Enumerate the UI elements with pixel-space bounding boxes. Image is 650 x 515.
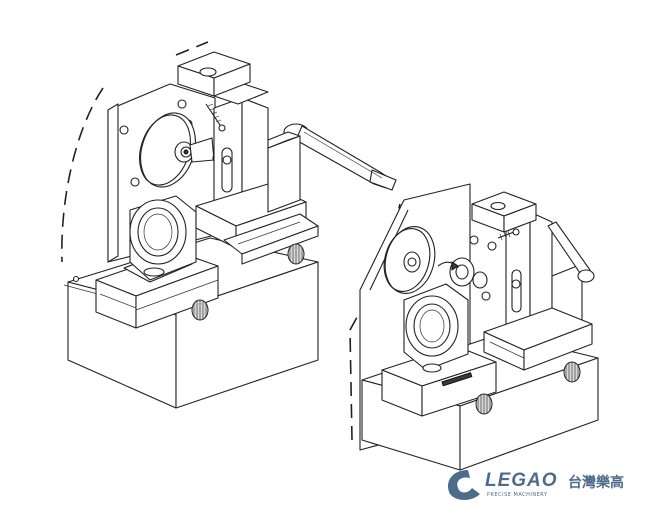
left-guard-outline bbox=[61, 87, 104, 263]
left-fixture-slot bbox=[143, 267, 165, 277]
right-fixture-slot bbox=[422, 363, 442, 373]
right-slide-scale bbox=[441, 372, 473, 387]
legao-logo-mark bbox=[448, 470, 480, 500]
logo-tagline: PRECISE MACHINERY bbox=[487, 492, 548, 498]
left-machine bbox=[61, 41, 397, 409]
left-slide-base-right bbox=[135, 265, 219, 329]
right-fixture-bore bbox=[419, 309, 445, 343]
logo-cjk-text: 台灣樂高 bbox=[568, 475, 624, 491]
right-arbor-assembly bbox=[437, 235, 497, 301]
left-side-knob bbox=[287, 243, 305, 265]
right-column-screw bbox=[511, 279, 521, 289]
left-slide-line bbox=[99, 293, 137, 309]
right-grinding-wheel bbox=[383, 226, 436, 294]
left-column-slot bbox=[221, 147, 233, 193]
right-front-knob bbox=[475, 393, 493, 415]
left-cap-side bbox=[213, 63, 251, 97]
right-table-side bbox=[523, 323, 593, 371]
left-back-plate-side bbox=[107, 103, 119, 263]
left-rear-housing bbox=[267, 135, 301, 213]
left-lever-handle bbox=[283, 123, 397, 191]
left-guard-top bbox=[175, 41, 209, 56]
left-plate-bolt-3 bbox=[177, 99, 187, 109]
left-grinding-wheel bbox=[139, 112, 224, 188]
right-slide-right bbox=[421, 361, 497, 417]
left-slide-line-2 bbox=[135, 279, 219, 311]
left-plate-bolt-1 bbox=[119, 125, 129, 135]
right-fixture-ring-inner bbox=[413, 303, 451, 349]
left-plate-bolt-2 bbox=[130, 177, 140, 187]
right-cap-side bbox=[503, 203, 537, 233]
right-cap-hole bbox=[490, 201, 506, 211]
left-cap-hole bbox=[199, 67, 217, 77]
left-column-screw bbox=[222, 155, 232, 165]
left-fixture-bore bbox=[143, 213, 173, 251]
left-base-screw bbox=[72, 275, 80, 283]
left-cross-slide-side bbox=[241, 225, 319, 265]
right-table-line bbox=[489, 341, 525, 359]
left-front-knob bbox=[191, 299, 209, 321]
right-column-slot bbox=[511, 269, 522, 313]
right-base-right bbox=[459, 357, 599, 471]
left-rear-housing-top bbox=[267, 131, 301, 149]
logo-wordmark: LEGAO bbox=[485, 470, 558, 491]
left-spring-adjuster bbox=[205, 103, 226, 132]
left-cross-line bbox=[237, 221, 301, 245]
right-spring-adjuster bbox=[497, 228, 520, 241]
right-machine bbox=[349, 183, 599, 471]
right-lever-handle bbox=[547, 221, 595, 283]
right-side-knob bbox=[563, 361, 581, 383]
left-fixture-ring-inner bbox=[137, 207, 179, 257]
